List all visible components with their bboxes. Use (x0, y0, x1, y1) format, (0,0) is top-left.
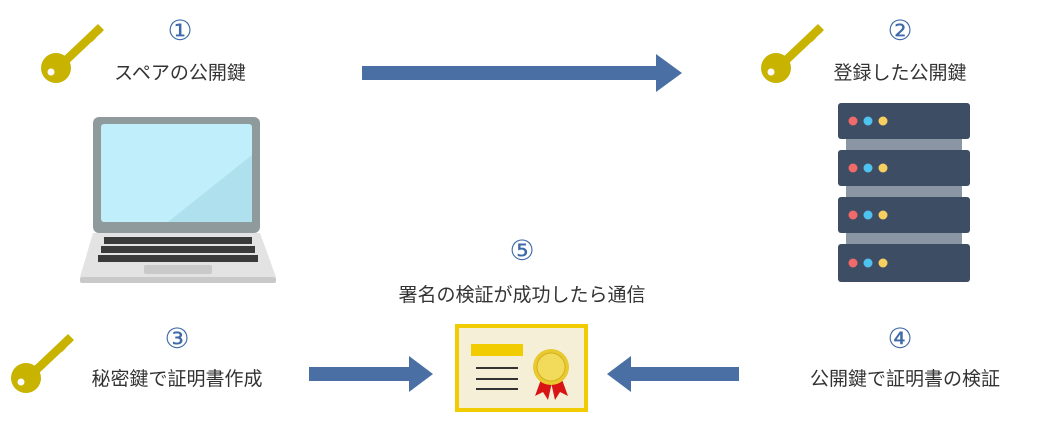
certificate-icon (455, 324, 588, 412)
arrow-left-icon (607, 356, 739, 392)
step-4-label: 公開鍵で証明書の検証 (809, 368, 1000, 390)
step-5-label: 署名の検証が成功したら通信 (398, 284, 646, 306)
step-1-number: ① (167, 14, 193, 47)
server-icon (838, 103, 970, 282)
step-1-label: スペアの公開鍵 (114, 62, 246, 84)
step-5-number: ⑤ (509, 234, 535, 267)
step-3-label: 秘密鍵で証明書作成 (91, 368, 263, 390)
step-4-number: ④ (887, 322, 913, 355)
arrow-right-icon (362, 54, 682, 92)
arrow-right-icon (309, 356, 433, 392)
key-icon (761, 24, 824, 83)
step-2-label: 登録した公開鍵 (833, 62, 967, 84)
key-icon (41, 24, 104, 83)
step-2-number: ② (887, 14, 913, 47)
key-icon (11, 334, 74, 393)
step-3-number: ③ (164, 322, 190, 355)
laptop-icon (80, 117, 276, 283)
